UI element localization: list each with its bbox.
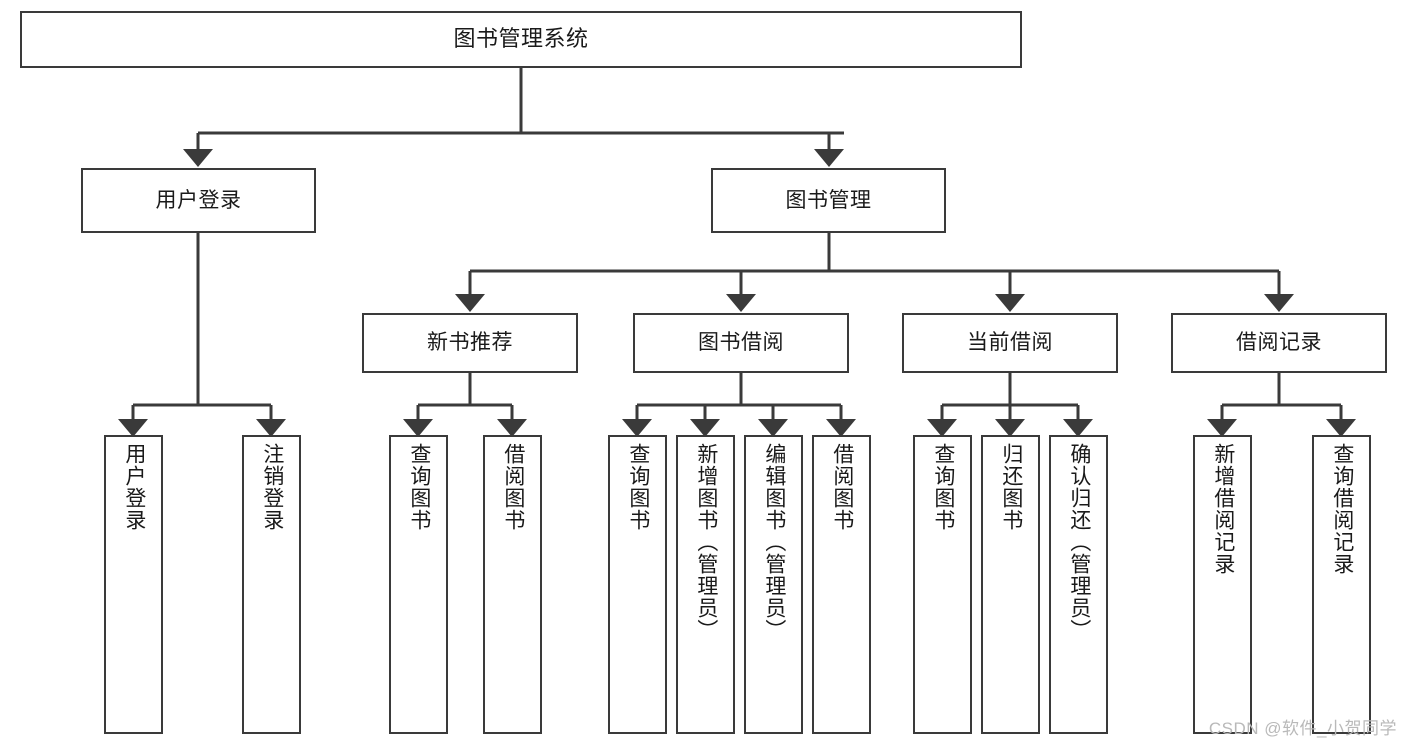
node-label: 当前借阅 (967, 331, 1053, 355)
node-label: 新增图书（管理员） (694, 443, 718, 641)
node-borrow-book-1[interactable]: 借阅图书 (483, 435, 542, 734)
node-label: 用户登录 (155, 188, 242, 212)
node-label: 图书管理系统 (453, 26, 589, 52)
node-system-root[interactable]: 图书管理系统 (20, 11, 1022, 68)
node-borrow-record[interactable]: 借阅记录 (1171, 313, 1387, 373)
node-label: 图书借阅 (698, 331, 784, 355)
node-borrow-book-2[interactable]: 借阅图书 (812, 435, 871, 734)
node-label: 新书推荐 (427, 331, 513, 355)
node-book-management[interactable]: 图书管理 (711, 168, 946, 233)
node-logout-leaf[interactable]: 注销登录 (242, 435, 301, 734)
node-label: 确认归还（管理员） (1067, 443, 1091, 641)
node-label: 图书管理 (785, 188, 872, 212)
node-query-borrow-record[interactable]: 查询借阅记录 (1312, 435, 1371, 734)
watermark-text: CSDN @软件_小贺同学 (1208, 719, 1397, 738)
node-label: 注销登录 (260, 443, 284, 531)
node-add-book-admin[interactable]: 新增图书（管理员） (676, 435, 735, 734)
node-label: 借阅记录 (1236, 331, 1322, 355)
node-label: 查询图书 (931, 443, 955, 531)
node-new-book-recommend[interactable]: 新书推荐 (362, 313, 578, 373)
node-label: 借阅图书 (830, 443, 854, 531)
node-query-book-3[interactable]: 查询图书 (913, 435, 972, 734)
node-label: 编辑图书（管理员） (762, 443, 786, 641)
node-user-login[interactable]: 用户登录 (81, 168, 316, 233)
node-label: 查询图书 (626, 443, 650, 531)
node-confirm-return-admin[interactable]: 确认归还（管理员） (1049, 435, 1108, 734)
node-label: 查询图书 (407, 443, 431, 531)
node-edit-book-admin[interactable]: 编辑图书（管理员） (744, 435, 803, 734)
node-query-book-2[interactable]: 查询图书 (608, 435, 667, 734)
node-label: 新增借阅记录 (1211, 443, 1235, 575)
node-label: 归还图书 (999, 443, 1023, 531)
node-current-borrow[interactable]: 当前借阅 (902, 313, 1118, 373)
node-user-login-leaf[interactable]: 用户登录 (104, 435, 163, 734)
node-label: 借阅图书 (501, 443, 525, 531)
node-label: 用户登录 (122, 443, 146, 531)
node-return-book[interactable]: 归还图书 (981, 435, 1040, 734)
node-query-book-1[interactable]: 查询图书 (389, 435, 448, 734)
node-label: 查询借阅记录 (1330, 443, 1354, 575)
node-add-borrow-record[interactable]: 新增借阅记录 (1193, 435, 1252, 734)
node-book-borrow[interactable]: 图书借阅 (633, 313, 849, 373)
